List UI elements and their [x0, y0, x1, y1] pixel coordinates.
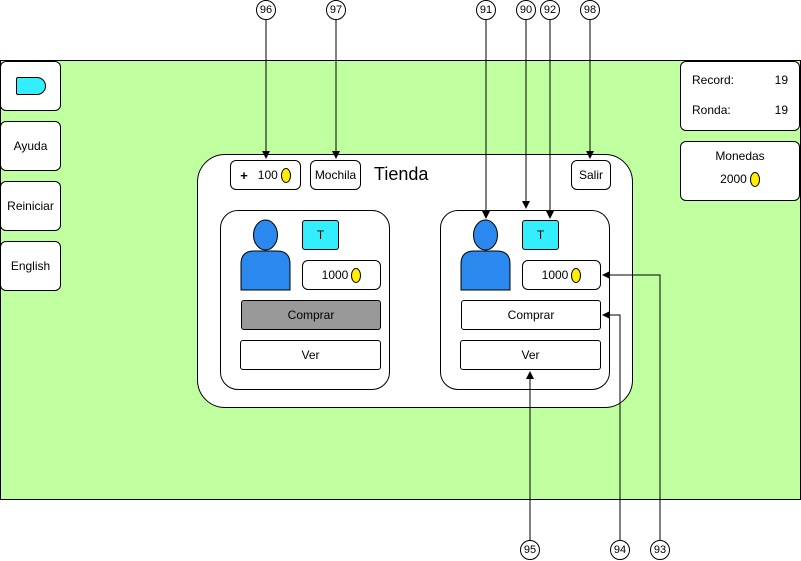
callout-95: 95 — [520, 540, 540, 560]
callout-number: 96 — [259, 4, 273, 16]
callout-number: 98 — [583, 4, 597, 16]
person-icon — [240, 219, 291, 291]
coin-icon — [571, 267, 582, 283]
callout-number: 94 — [613, 544, 627, 556]
coins-amount: 2000 — [681, 172, 799, 188]
callout-92: 92 — [540, 0, 560, 20]
exit-button[interactable]: Salir — [571, 160, 611, 190]
connector-93 — [602, 271, 661, 540]
callout-number: 97 — [329, 4, 343, 16]
item-tag-chip: T — [522, 220, 559, 250]
language-label: English — [10, 259, 51, 273]
buy-label: Comprar — [287, 308, 335, 322]
round-value: 19 — [774, 103, 788, 117]
callout-number: 91 — [479, 4, 493, 16]
callout-94: 94 — [610, 540, 630, 560]
callout-93: 93 — [650, 540, 670, 560]
price-value: 1000 — [321, 268, 349, 282]
backpack-button[interactable]: Mochila — [310, 160, 361, 190]
coin-icon — [749, 172, 760, 188]
item-tag-label: T — [536, 228, 545, 242]
record-value: 19 — [774, 73, 788, 87]
help-label: Ayuda — [13, 139, 48, 153]
view-button[interactable]: Ver — [460, 340, 601, 370]
callout-91: 91 — [476, 0, 496, 20]
backpack-label: Mochila — [314, 168, 357, 182]
callout-96: 96 — [256, 0, 276, 20]
callout-number: 93 — [653, 544, 667, 556]
view-label: Ver — [301, 348, 320, 362]
exit-label: Salir — [578, 168, 603, 182]
restart-label: Reiniciar — [7, 199, 54, 213]
callout-90: 90 — [516, 0, 536, 20]
callout-97: 97 — [326, 0, 346, 20]
help-button[interactable]: Ayuda — [0, 121, 61, 171]
buy-button[interactable]: Comprar — [461, 300, 601, 330]
shop-title: Tienda — [374, 164, 429, 184]
restart-button[interactable]: Reiniciar — [0, 181, 61, 231]
logo-button[interactable] — [0, 61, 61, 111]
round-label: Ronda: — [692, 103, 731, 117]
buy-label: Comprar — [507, 308, 555, 322]
add-coins-button[interactable]: + 100 — [230, 160, 301, 190]
stats-panel: Record: 19 Ronda: 19 — [680, 61, 800, 131]
connector-94 — [602, 311, 621, 540]
coin-icon — [280, 167, 291, 183]
view-button[interactable]: Ver — [240, 340, 381, 370]
coins-value: 2000 — [720, 172, 747, 186]
coin-icon — [351, 267, 362, 283]
coins-title: Monedas — [715, 149, 765, 163]
record-label: Record: — [692, 73, 735, 87]
buy-button-disabled[interactable]: Comprar — [241, 300, 381, 330]
item-price: 1000 — [522, 260, 601, 290]
price-value: 1000 — [541, 268, 569, 282]
item-tag-label: T — [316, 228, 325, 242]
coins-panel: Monedas 2000 — [680, 141, 800, 201]
language-button[interactable]: English — [0, 241, 61, 291]
person-icon — [460, 219, 511, 291]
tag-icon — [15, 77, 46, 95]
callout-98: 98 — [580, 0, 600, 20]
item-price: 1000 — [302, 260, 381, 290]
add-coins-value: 100 — [257, 168, 278, 182]
item-tag-chip: T — [302, 220, 339, 250]
view-label: Ver — [521, 348, 540, 362]
plus-icon: + — [240, 167, 248, 183]
callout-number: 92 — [543, 4, 557, 16]
callout-number: 90 — [519, 4, 533, 16]
callout-number: 95 — [523, 544, 537, 556]
